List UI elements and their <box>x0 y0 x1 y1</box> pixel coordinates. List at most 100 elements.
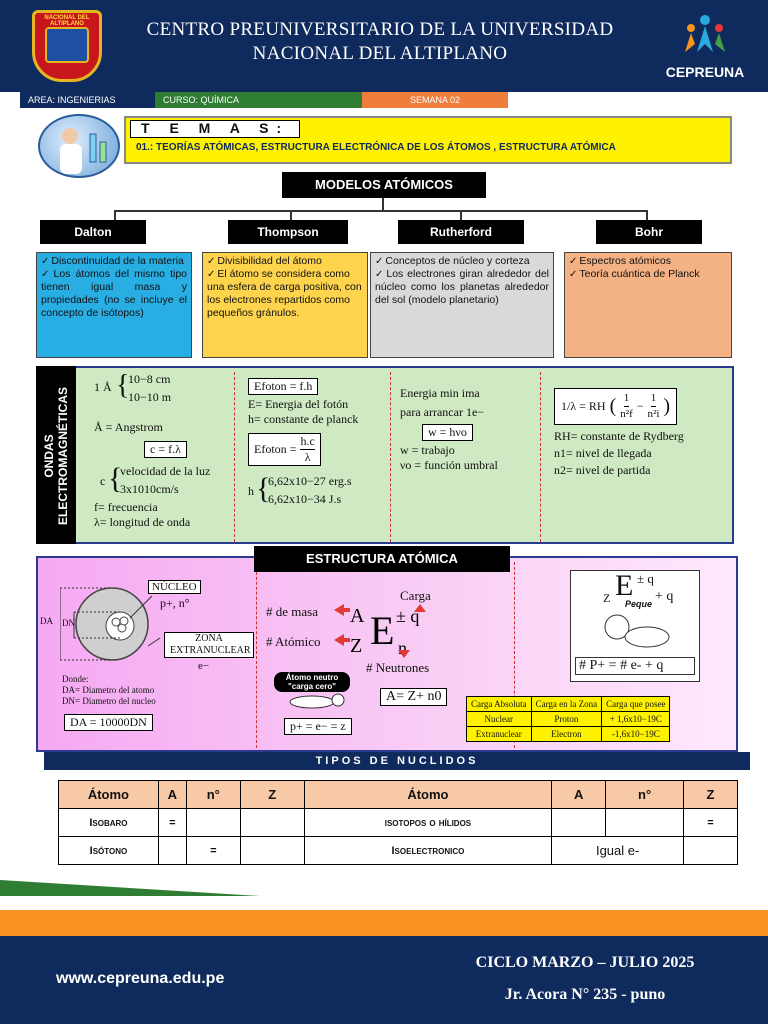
w-def: w = trabajo <box>400 443 455 457</box>
waves-panel: 1 Å { 10−8 cm 10−10 m Å = Angstrom c = f… <box>36 366 734 544</box>
col-header: A <box>157 780 187 809</box>
brace-h-icon: { <box>256 472 271 505</box>
footer-bar: www.cepreuna.edu.pe CICLO MARZO – JULIO … <box>0 936 768 1024</box>
structure-heading: ESTRUCTURA ATÓMICA <box>254 546 510 572</box>
nuclide-cell <box>683 836 738 865</box>
paren-close-icon: ) <box>663 395 671 417</box>
nuclide-cell <box>185 808 241 837</box>
peque-e: E <box>615 569 634 602</box>
nuclides-heading: TIPOS DE NUCLIDOS <box>44 752 750 770</box>
angstrom-cm: 10−8 cm <box>128 372 171 386</box>
neutrones-label: # Neutrones <box>366 660 430 675</box>
thompson-item-2: El átomo se considera como una esfera de… <box>207 268 363 320</box>
connector-rutherford <box>460 210 462 220</box>
efoton2-den: λ <box>304 450 311 464</box>
charge-table: Carga Absoluta Carga en la Zona Carga qu… <box>466 696 671 742</box>
nuclide-cell: Isobaro <box>58 808 159 837</box>
structure-divider-1 <box>256 562 257 748</box>
header-bar: NACIONAL DEL ALTIPLANO CENTRO PREUNIVERS… <box>0 0 768 92</box>
p-equation: p+ = e− = z <box>284 718 352 735</box>
angstrom-unit: 1 Å <box>94 380 112 394</box>
nuclides-row: Isobaro = isotopos o hílidos = <box>58 808 738 837</box>
nuclide-cell: Igual e- <box>551 836 685 865</box>
charge-header: Carga Absoluta <box>466 696 532 712</box>
h-def: h= constante de planck <box>248 412 359 426</box>
angstrom-block: 1 Å { 10−8 cm 10−10 m Å = Angstrom c = f… <box>94 370 234 530</box>
shield-text: NACIONAL DEL ALTIPLANO <box>44 15 90 27</box>
nuclide-cell: = <box>157 808 187 837</box>
energy-line-1: Energia min ima <box>400 386 480 400</box>
peque-z: Z <box>603 591 611 605</box>
nuclide-cell <box>605 808 685 837</box>
people-icon <box>685 15 725 52</box>
topic-box: T E M A S: 01.: TEORÍAS ATÓMICAS, ESTRUC… <box>124 116 732 164</box>
connector-bohr <box>646 210 648 220</box>
title-line-2: NACIONAL DEL ALTIPLANO <box>252 43 508 64</box>
side-label-1: ONDAS <box>42 434 56 478</box>
footer-green-wedge <box>0 880 260 896</box>
divider-1 <box>234 372 235 542</box>
paren-open-icon: ( <box>609 395 617 417</box>
charge-header: Carga en la Zona <box>530 696 603 712</box>
diameter-notes: Donde: DA= Diametro del atomo DN= Diamet… <box>62 674 156 707</box>
col-header: Z <box>683 780 738 809</box>
baby-icon <box>604 614 670 648</box>
nuclide-cell: isotopos o hílidos <box>303 808 553 837</box>
zona-box: ZONA EXTRANUCLEAR <box>164 632 254 658</box>
c-label: c <box>100 474 106 488</box>
topic-text: 01.: TEORÍAS ATÓMICAS, ESTRUCTURA ELECTR… <box>136 142 616 153</box>
donde-label: Donde: <box>62 674 89 684</box>
charge-row: Nuclear Proton + 1,6x10−19C <box>466 711 671 727</box>
p-formula: # P+ = # e- + q <box>575 657 695 675</box>
col-header: Z <box>239 780 305 809</box>
brace-c-icon: { <box>108 462 123 495</box>
scientist-illustration <box>60 128 107 174</box>
dalton-title: Dalton <box>40 220 146 244</box>
charge-cell: Extranuclear <box>466 726 532 742</box>
dn-label: DN <box>62 618 75 628</box>
logo-text: CEPREUNA <box>665 64 745 80</box>
col-header: n° <box>185 780 241 809</box>
dalton-item-2: Los átomos del mismo tipo tienen igual m… <box>41 268 187 320</box>
da-label: DA <box>40 616 53 626</box>
n1-def: n1= nivel de llegada <box>554 446 652 460</box>
h-val-2: 6,62x10−34 J.s <box>268 492 342 506</box>
h-val-1: 6,62x10−27 erg.s <box>268 474 352 488</box>
angstrom-m: 10−10 m <box>128 390 172 404</box>
col-header: n° <box>605 780 685 809</box>
footer-cycle: CICLO MARZO – JULIO 2025 <box>475 954 695 971</box>
cepreuna-logo: CEPREUNA <box>655 8 755 84</box>
baby-crawling-icon <box>289 693 345 709</box>
svg-text:± q: ± q <box>396 606 419 626</box>
rutherford-item-2: Los electrones giran alrededor del núcle… <box>375 268 549 307</box>
svg-text:n: n <box>398 638 407 658</box>
efoton2-num: h.c <box>300 434 315 450</box>
peque-q: ± q <box>637 571 654 586</box>
connector-bar <box>114 210 648 212</box>
charge-header: Carga que posee <box>601 696 671 712</box>
course-label: CURSO: QUÍMICA <box>155 92 365 108</box>
university-shield-logo: NACIONAL DEL ALTIPLANO <box>32 10 102 82</box>
efoton-def: E= Energia del fotón <box>248 397 349 411</box>
footer-orange-band <box>0 910 768 938</box>
rydberg-den-2: n²i <box>647 408 660 420</box>
divider-3 <box>540 372 541 542</box>
nuclide-cell <box>239 808 305 837</box>
nuclide-cell: Isótono <box>58 836 159 865</box>
charge-cell: Nuclear <box>466 711 532 727</box>
charge-cell: + 1,6x10−19C <box>601 711 671 727</box>
bohr-title: Bohr <box>596 220 702 244</box>
title-line-1: CENTRO PREUNIVERSITARIO DE LA UNIVERSIDA… <box>146 19 614 40</box>
rydberg-num-1: 1 <box>623 391 630 407</box>
week-label: SEMANA 02 <box>362 92 508 108</box>
area-label: AREA: INGENIERIAS <box>20 92 160 108</box>
dalton-card: Discontinuidad de la materia Los átomos … <box>36 252 192 358</box>
col-header: A <box>551 780 607 809</box>
energy-line-2: para arrancar 1e− <box>400 405 485 419</box>
footer-url[interactable]: www.cepreuna.edu.pe <box>56 970 225 987</box>
nuclide-symbol: A Z E ± q n <box>334 604 426 658</box>
rydberg-def: RH= constante de Rydberg <box>554 429 684 443</box>
w-formula: w = hνo <box>422 424 473 441</box>
waves-side-label: ONDAS ELECTROMAGNÉTICAS <box>36 366 76 544</box>
brace-icon: { <box>116 370 130 401</box>
